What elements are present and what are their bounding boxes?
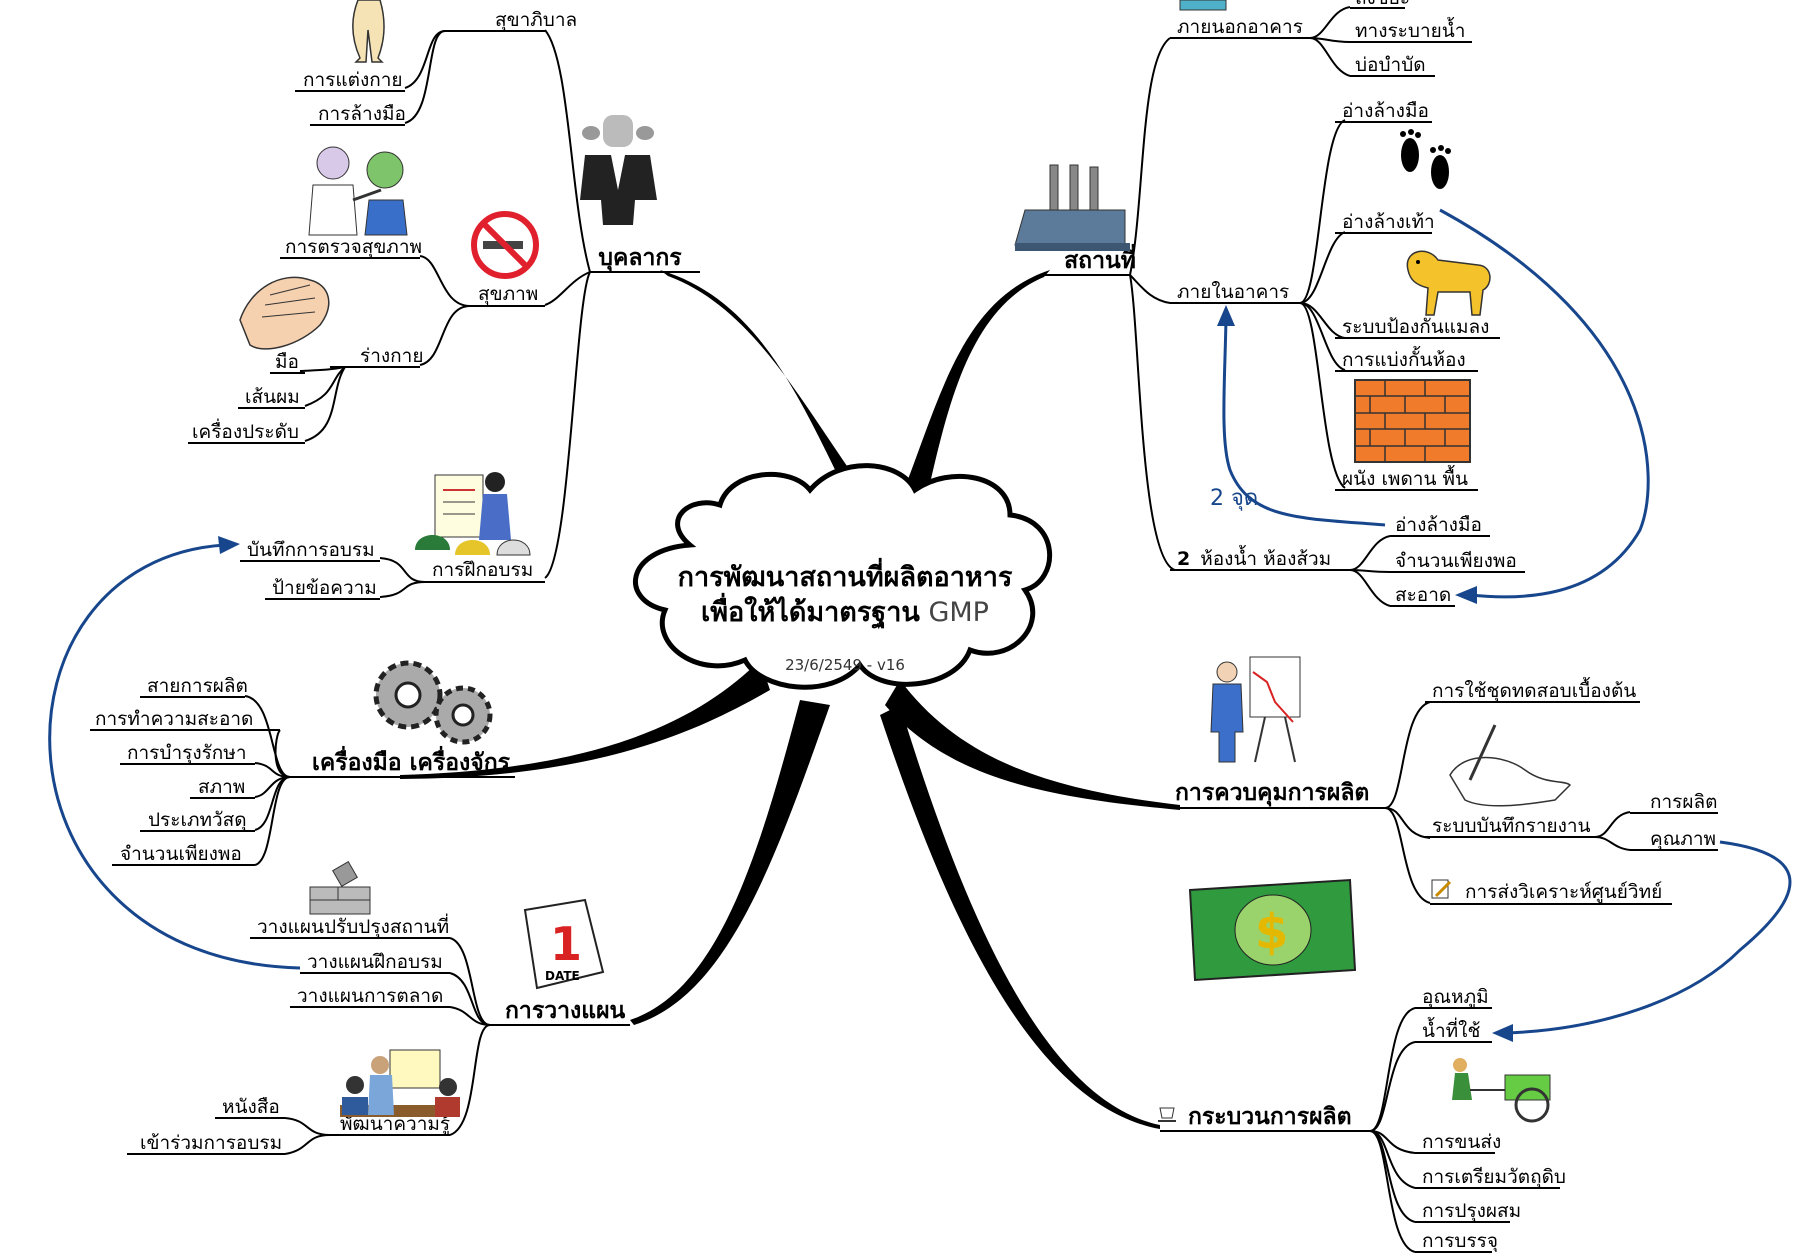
node-quality[interactable]: คุณภาพ bbox=[1650, 828, 1716, 851]
node-handwash[interactable]: การล้างมือ bbox=[318, 103, 406, 125]
node-outside[interactable]: ภายนอกอาคาร bbox=[1177, 16, 1303, 38]
node-record[interactable]: ระบบบันทึกรายงาน bbox=[1432, 815, 1591, 837]
node-transport[interactable]: การขนส่ง bbox=[1422, 1131, 1501, 1153]
node-plan-training[interactable]: วางแผนฝึกอบรม bbox=[307, 951, 443, 973]
node-process[interactable]: กระบวนการผลิต bbox=[1188, 1104, 1352, 1130]
brick-wall-icon bbox=[1354, 379, 1471, 463]
node-cleaning[interactable]: การทำความสะอาด bbox=[95, 708, 253, 730]
node-mixing[interactable]: การปรุงผสม bbox=[1422, 1200, 1521, 1223]
node-clean[interactable]: สะอาด bbox=[1395, 584, 1451, 606]
node-temperature[interactable]: อุณหภูมิ bbox=[1422, 986, 1489, 1009]
calendar-icon: 1 DATE bbox=[523, 898, 605, 990]
branch-place: สถานที่ ภายนอกอาคาร ถังขยะ ทางระบายน้ำ บ… bbox=[1014, 0, 1525, 607]
hand-icon bbox=[239, 276, 330, 350]
rickshaw-icon bbox=[1452, 1058, 1551, 1123]
node-maintenance[interactable]: การบำรุงรักษา bbox=[127, 742, 247, 765]
node-walls[interactable]: ผนัง เพดาน พื้น bbox=[1342, 465, 1468, 490]
node-material[interactable]: ประเภทวัสดุ bbox=[148, 809, 247, 832]
gears-icon bbox=[373, 660, 493, 745]
node-planning[interactable]: การวางแผน bbox=[505, 998, 626, 1024]
center-title-line2: เพื่อให้ได้มาตรฐาน GMP bbox=[701, 592, 989, 630]
node-inside[interactable]: ภายในอาคาร bbox=[1177, 281, 1289, 303]
bricks-icon bbox=[309, 861, 371, 915]
node-training-record[interactable]: บันทึกการอบรม bbox=[247, 539, 375, 561]
node-production-line[interactable]: สายการผลิต bbox=[147, 675, 248, 697]
node-plan-improve[interactable]: วางแผนปรับปรุงสถานที่ bbox=[257, 913, 449, 939]
training-icon bbox=[415, 472, 531, 556]
node-handwash-sink[interactable]: อ่างล้างมือ bbox=[1342, 100, 1429, 122]
cloud-shape bbox=[633, 463, 1053, 690]
branch-process: กระบวนการผลิต อุณหภูมิ น้ำที่ใช้ การขนส่… bbox=[1158, 986, 1566, 1253]
node-testkit[interactable]: การใช้ชุดทดสอบเบื้องต้น bbox=[1432, 677, 1636, 703]
center-title-line1: การพัฒนาสถานที่ผลิตอาหาร bbox=[678, 557, 1013, 593]
node-lab[interactable]: การส่งวิเคราะห์ศูนย์วิทย์ bbox=[1465, 881, 1662, 903]
node-training[interactable]: การฝึกอบรม bbox=[432, 559, 533, 581]
svg-text:DATE: DATE bbox=[545, 969, 580, 983]
node-signage[interactable]: ป้ายข้อความ bbox=[272, 577, 377, 599]
node-condition[interactable]: สภาพ bbox=[198, 776, 245, 798]
center-subtitle: 23/6/2549 - v16 bbox=[785, 656, 905, 674]
meeting-icon bbox=[340, 1049, 460, 1117]
stressed-man-icon bbox=[580, 115, 657, 225]
node-attend[interactable]: เข้าร่วมการอบรม bbox=[140, 1132, 282, 1154]
node-raw[interactable]: การเตรียมวัตถุดิบ bbox=[1422, 1166, 1566, 1189]
node-hand[interactable]: มือ bbox=[275, 351, 299, 373]
cup-icon bbox=[1158, 1107, 1176, 1122]
branch-tools: เครื่องมือ เครื่องจักร สายการผลิต การทำค… bbox=[90, 660, 515, 866]
person-icon bbox=[352, 0, 385, 63]
node-pest-control[interactable]: ระบบป้องกันแมลง bbox=[1342, 316, 1489, 338]
node-control[interactable]: การควบคุมการผลิต bbox=[1175, 780, 1369, 807]
node-personnel[interactable]: บุคลากร bbox=[598, 245, 682, 272]
central-topic[interactable]: การพัฒนาสถานที่ผลิตอาหาร เพื่อให้ได้มาตร… bbox=[633, 463, 1053, 690]
node-bin[interactable]: ถังขยะ bbox=[1355, 0, 1410, 9]
svg-text:1: 1 bbox=[550, 917, 582, 971]
node-sanitation[interactable]: สุขาภิบาล bbox=[495, 9, 577, 32]
branch-planning: การวางแผน วางแผนปรับปรุงสถานที่ วางแผนฝึ… bbox=[127, 861, 630, 1155]
svg-text:$: $ bbox=[1255, 904, 1288, 960]
node-hair[interactable]: เส้นผม bbox=[245, 386, 300, 408]
node-dressing[interactable]: การแต่งกาย bbox=[303, 69, 403, 91]
no-smoking-icon bbox=[471, 211, 539, 279]
node-footbath[interactable]: อ่างล้างเท้า bbox=[1342, 211, 1435, 233]
node-restroom-sink[interactable]: อ่างล้างมือ bbox=[1395, 514, 1482, 536]
writing-hand-icon bbox=[1449, 724, 1572, 807]
relationship-arrows bbox=[48, 208, 1792, 1042]
node-books[interactable]: หนังสือ bbox=[222, 1096, 280, 1118]
node-tools[interactable]: เครื่องมือ เครื่องจักร bbox=[312, 745, 511, 776]
node-sufficient[interactable]: จำนวนเพียงพอ bbox=[1395, 550, 1517, 572]
node-body[interactable]: ร่างกาย bbox=[360, 345, 423, 367]
branch-control: การควบคุมการผลิต การใช้ชุดทดสอบเบื้องต้น… bbox=[1170, 656, 1718, 905]
branch-personnel: บุคลากร สุขาภิบาล การแต่งกาย การล้างมือ … bbox=[188, 0, 700, 600]
node-drainage[interactable]: ทางระบายน้ำ bbox=[1355, 17, 1465, 42]
doctor-icon bbox=[308, 146, 408, 236]
node-packing[interactable]: การบรรจุ bbox=[1422, 1230, 1498, 1253]
node-health[interactable]: สุขภาพ bbox=[478, 283, 538, 306]
node-partition[interactable]: การแบ่งกั้นห้อง bbox=[1342, 346, 1466, 371]
note-icon bbox=[1431, 879, 1452, 899]
node-enough[interactable]: จำนวนเพียงพอ bbox=[120, 843, 242, 865]
money-icon: $ bbox=[1188, 878, 1357, 982]
footprints-icon bbox=[1400, 129, 1451, 189]
node-knowledge[interactable]: พัฒนาความรู้ bbox=[340, 1113, 450, 1135]
node-plan-market[interactable]: วางแผนการตลาด bbox=[297, 985, 443, 1007]
factory-icon bbox=[1014, 164, 1130, 251]
presenter-chart-icon bbox=[1210, 656, 1301, 763]
node-jewelry[interactable]: เครื่องประดับ bbox=[192, 418, 299, 443]
node-health-check[interactable]: การตรวจสุขภาพ bbox=[285, 236, 422, 259]
building-icon bbox=[1179, 0, 1227, 11]
node-water[interactable]: น้ำที่ใช้ bbox=[1422, 1017, 1480, 1042]
node-treatment-pond[interactable]: บ่อบำบัด bbox=[1355, 54, 1426, 76]
dog-icon bbox=[1406, 250, 1491, 316]
node-production[interactable]: การผลิต bbox=[1650, 791, 1718, 813]
